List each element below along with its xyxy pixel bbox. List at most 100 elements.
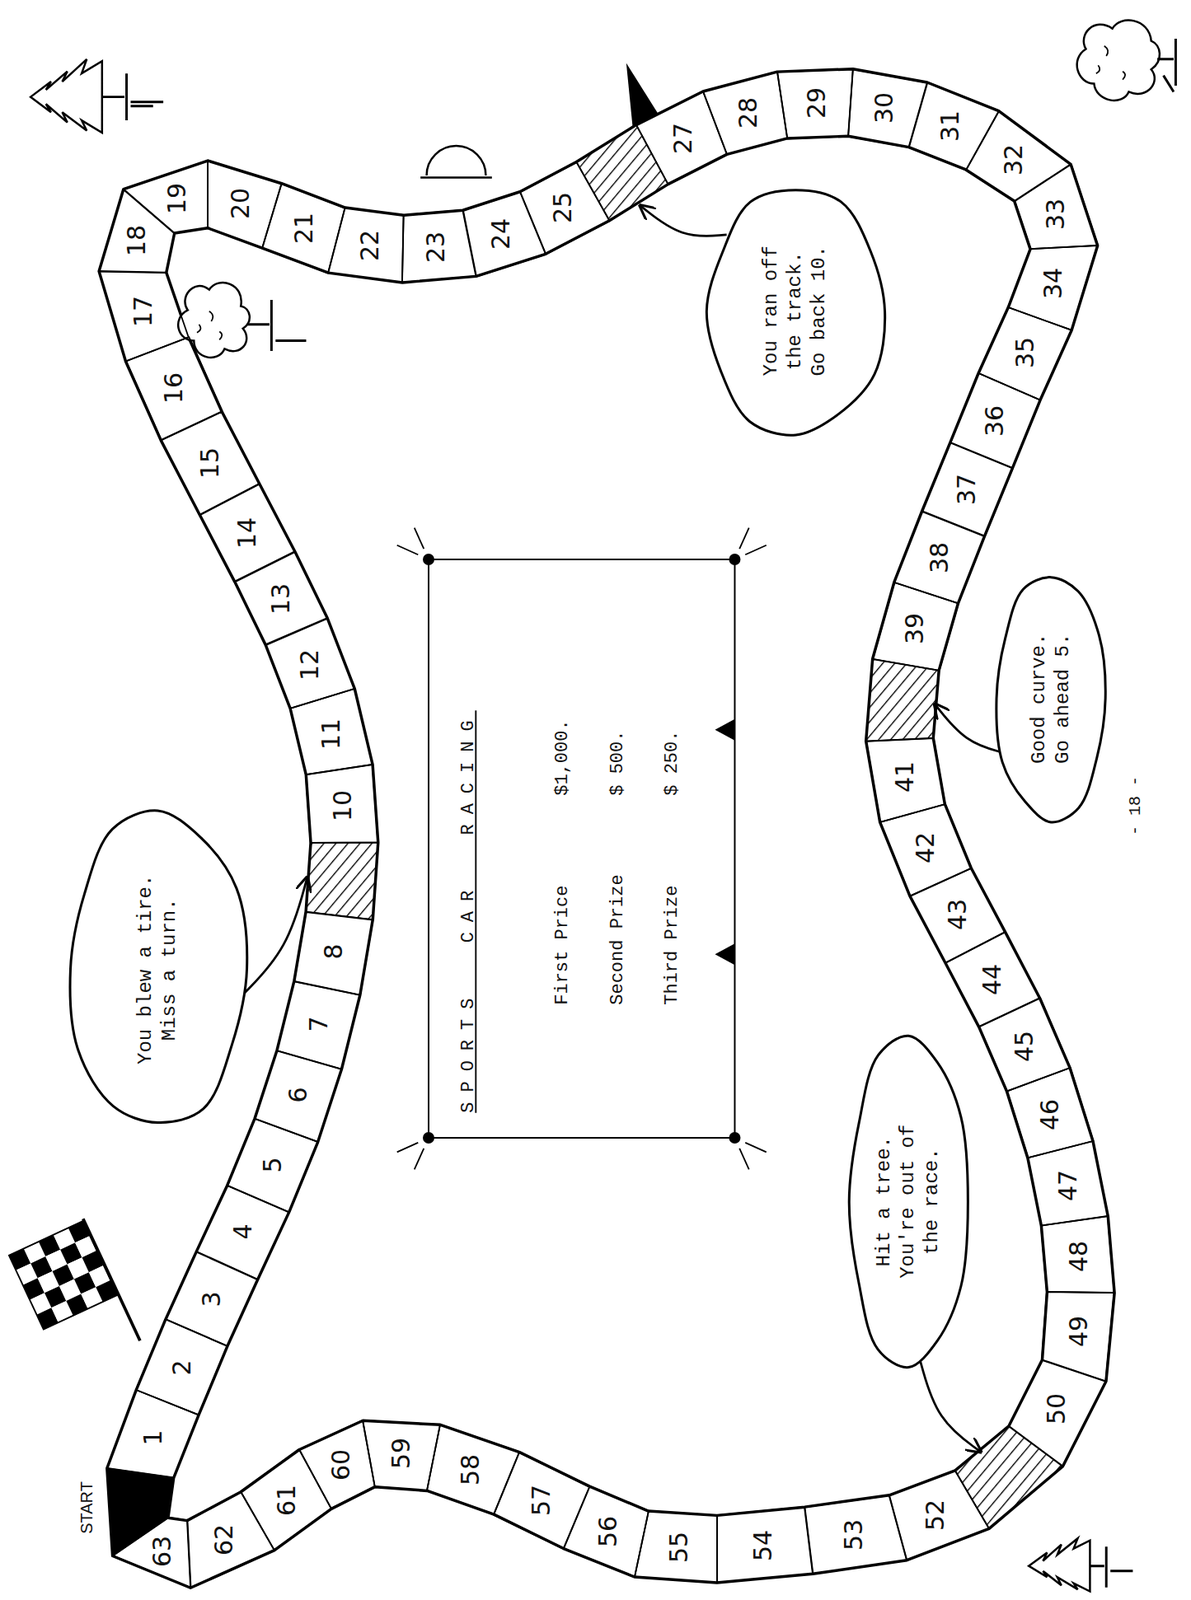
space-number: 3	[199, 1291, 225, 1308]
flag-border	[9, 1221, 118, 1331]
round-tree	[1077, 20, 1160, 101]
space-border	[265, 618, 355, 709]
tree-detail	[1096, 46, 1126, 80]
space-border	[123, 160, 208, 234]
space-border	[1027, 1141, 1108, 1227]
prize-cell: Second Prize	[607, 796, 629, 1006]
track-space: 4	[196, 1186, 289, 1281]
board-world	[8, 20, 1177, 1593]
space-number: 57	[529, 1485, 554, 1517]
space-number: 15	[197, 447, 223, 479]
space-number: 34	[1041, 267, 1067, 300]
space-number: 10	[330, 790, 356, 822]
board-marker	[715, 943, 736, 966]
pine-tree	[30, 59, 103, 133]
track-space: 33	[1014, 164, 1098, 249]
space-border	[234, 552, 328, 646]
race-track	[98, 69, 1115, 1590]
space-number: 23	[424, 231, 450, 263]
track-space: 38	[894, 511, 985, 604]
track-space: 21	[262, 183, 346, 273]
flag-pole	[83, 1219, 141, 1342]
space-border	[965, 111, 1071, 202]
space-border	[98, 271, 189, 362]
track-space: 39	[872, 582, 959, 671]
track-space: 5	[227, 1119, 319, 1213]
space-number: 27	[670, 122, 696, 155]
space-border	[196, 1186, 289, 1281]
hay-bale	[420, 145, 493, 178]
space-border	[294, 912, 373, 996]
space-border	[240, 1449, 332, 1551]
start-label: START	[77, 1481, 97, 1535]
track-space: 44	[945, 932, 1041, 1027]
space-border	[112, 1518, 192, 1589]
track-space: 10	[305, 764, 378, 844]
track-space: 62	[187, 1492, 275, 1589]
space-border	[262, 183, 346, 273]
space-number: 1	[140, 1430, 165, 1446]
space-border	[889, 1471, 990, 1562]
track-space: 20	[207, 160, 282, 249]
space-number: 46	[1037, 1099, 1063, 1131]
space-number: 6	[286, 1087, 311, 1104]
space-number: 38	[927, 542, 952, 574]
callout-border	[996, 577, 1106, 823]
track-space: 58	[426, 1425, 520, 1515]
space-border	[463, 192, 546, 277]
space-number: 33	[1043, 198, 1069, 230]
space-border	[717, 1507, 813, 1584]
space-border	[299, 1420, 376, 1510]
track-space: 17	[98, 271, 189, 362]
space-number: 42	[913, 832, 938, 864]
space-number: 13	[268, 583, 294, 615]
track-space: 14	[199, 483, 295, 582]
track-space: 61	[240, 1449, 332, 1551]
track-space: 48	[1040, 1216, 1115, 1294]
track-space: 22	[328, 207, 404, 283]
callout-border	[70, 811, 248, 1124]
space-number: 62	[211, 1524, 237, 1557]
space-border	[493, 1453, 590, 1550]
track-space: 54	[717, 1507, 813, 1584]
space-number: 14	[234, 517, 260, 549]
space-border	[894, 511, 985, 604]
track-outer-edge	[98, 69, 1115, 1590]
light-ray	[739, 527, 749, 549]
space-number: 8	[321, 944, 347, 961]
track-space: 1	[107, 1390, 199, 1478]
track-space: 19	[123, 160, 208, 234]
space-border	[804, 1495, 907, 1575]
track-inner-edge	[166, 135, 1048, 1521]
space-border	[978, 307, 1072, 401]
space-border	[227, 1119, 319, 1213]
space-number: 30	[872, 91, 897, 123]
space-number: 28	[736, 97, 761, 129]
track-space: 30	[848, 69, 928, 148]
space-number: 55	[666, 1532, 692, 1564]
track-space: 56	[563, 1486, 649, 1578]
track-space: 60	[299, 1420, 376, 1510]
space-border	[880, 804, 972, 896]
space-border	[909, 82, 999, 170]
space-border	[290, 689, 373, 775]
space-border	[254, 1050, 342, 1143]
space-border	[703, 71, 788, 155]
callout-text: You blew a tire. Miss a turn.	[134, 866, 183, 1073]
checkered-flag	[8, 1219, 141, 1377]
space-number: 32	[1001, 143, 1027, 175]
track-space: 47	[1027, 1141, 1108, 1227]
callout-bubble: You blew a tire. Miss a turn.	[65, 806, 250, 1133]
track-space: 31	[909, 82, 999, 170]
light-ray	[739, 1148, 749, 1170]
space-border	[207, 160, 282, 249]
tree-trunk	[247, 300, 307, 352]
light-ray	[414, 527, 424, 549]
track-space: 50	[1008, 1360, 1107, 1468]
prize-board: SPORTS CAR RACINGFirst Price$1,000.Secon…	[428, 559, 735, 1139]
space-number: 53	[841, 1519, 867, 1552]
hazard-space	[305, 843, 379, 920]
space-border	[866, 738, 946, 823]
space-number: 25	[550, 192, 576, 224]
